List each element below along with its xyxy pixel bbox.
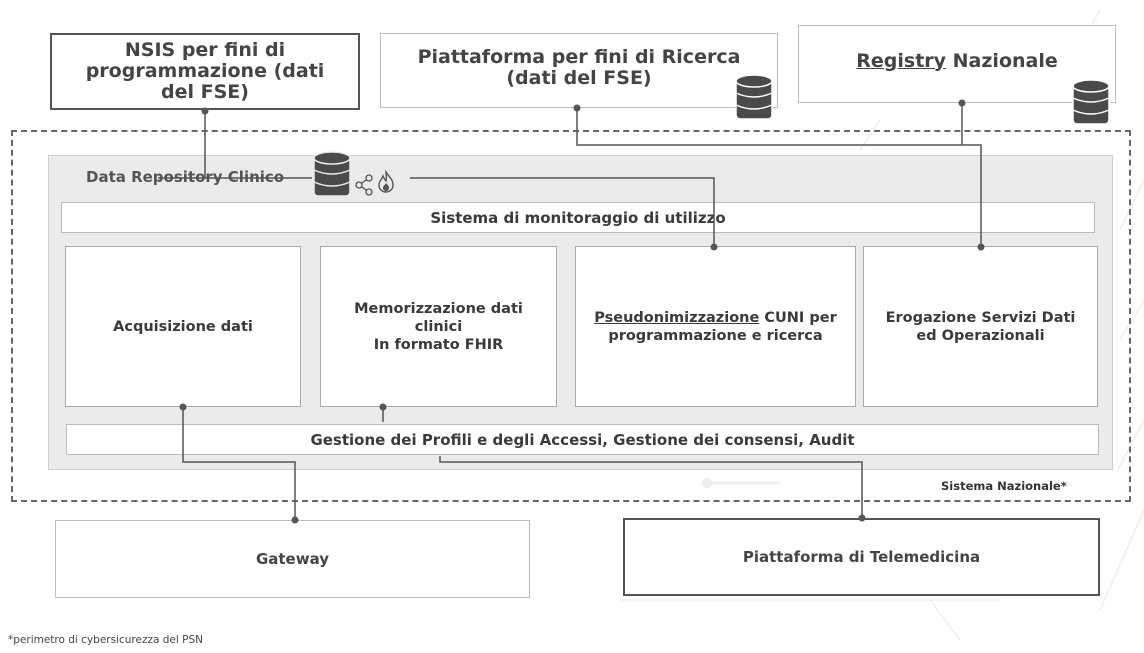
nsis-box: NSIS per fini di programmazione (dati de… [50, 33, 360, 110]
nsis-label: NSIS per fini di programmazione (dati de… [85, 39, 325, 103]
access-management-bar: Gestione dei Profili e degli Accessi, Ge… [66, 424, 1099, 455]
monitoring-label: Sistema di monitoraggio di utilizzo [430, 208, 726, 227]
sistema-nazionale-label: Sistema Nazionale* [941, 479, 1067, 493]
database-icon [735, 74, 773, 120]
memorizzazione-box: Memorizzazione dati clinici In formato F… [320, 246, 557, 407]
registry-label-rest: Nazionale [946, 49, 1058, 72]
monitoring-bar: Sistema di monitoraggio di utilizzo [61, 202, 1095, 233]
telemedicina-label: Piattaforma di Telemedicina [742, 548, 981, 566]
gateway-box: Gateway [55, 520, 530, 598]
pseudonimizzazione-label: Pseudonimizzazione CUNI per programmazio… [586, 309, 845, 345]
repository-title: Data Repository Clinico [86, 168, 287, 186]
erogazione-label: Erogazione Servizi Dati ed Operazionali [885, 309, 1076, 344]
registry-label-underlined: Registry [856, 49, 947, 72]
ricerca-label: Piattaforma per fini di Ricerca (dati de… [417, 46, 741, 89]
pseudonimizzazione-box: Pseudonimizzazione CUNI per programmazio… [575, 246, 856, 407]
footnote: *perimetro di cybersicurezza del PSN [8, 634, 203, 646]
registry-box: Registry Nazionale [798, 25, 1116, 103]
database-icon [313, 151, 351, 197]
fire-icon [378, 170, 394, 193]
share-icon [355, 174, 373, 196]
telemedicina-box: Piattaforma di Telemedicina [623, 518, 1100, 596]
database-icon [1072, 79, 1110, 125]
registry-label: Registry Nazionale [856, 49, 1058, 72]
acquisizione-box: Acquisizione dati [65, 246, 301, 407]
pseudo-underlined: Pseudonimizzazione [594, 309, 760, 326]
acquisizione-label: Acquisizione dati [113, 318, 253, 335]
access-management-label: Gestione dei Profili e degli Accessi, Ge… [310, 430, 855, 449]
erogazione-box: Erogazione Servizi Dati ed Operazionali [863, 246, 1098, 407]
pseudo-rest: CUNI per programmazione e ricerca [608, 309, 837, 344]
gateway-label: Gateway [255, 550, 330, 568]
ricerca-box: Piattaforma per fini di Ricerca (dati de… [380, 33, 778, 108]
memorizzazione-label-1: Memorizzazione dati clinici [354, 300, 523, 335]
memorizzazione-label-2: In formato FHIR [373, 336, 504, 353]
